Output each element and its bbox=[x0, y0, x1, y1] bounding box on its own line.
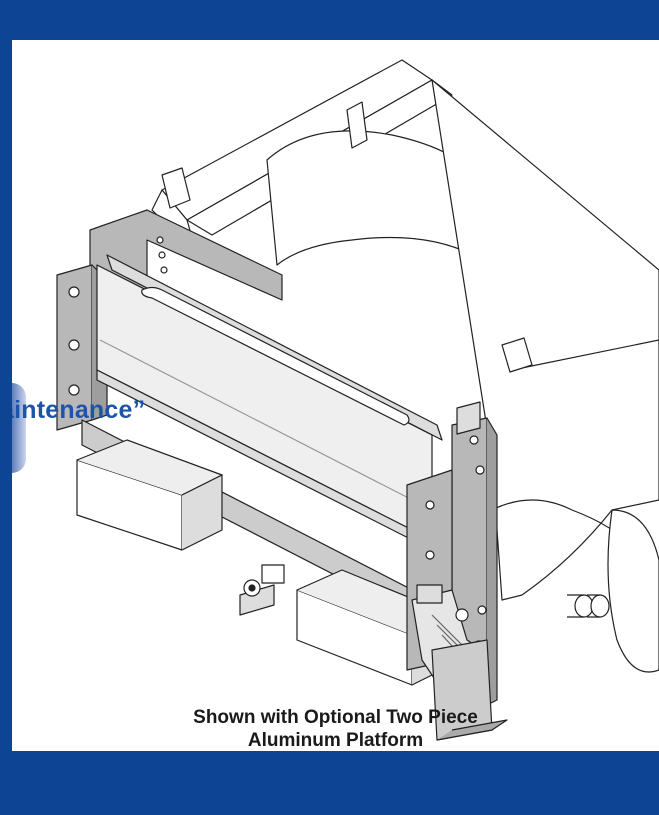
overlay-heading-fragment: aintenance” bbox=[12, 396, 146, 424]
trailer-hitch bbox=[239, 564, 285, 616]
stake-pocket-right bbox=[501, 337, 533, 373]
right-column-cap bbox=[456, 401, 481, 435]
caption-line-1: Shown with Optional Two Piece bbox=[193, 707, 478, 728]
liftgate-illustration bbox=[56, 59, 659, 741]
content-panel: aintenance” Shown with Optional Two Piec… bbox=[12, 40, 659, 751]
exhaust-pipe-2 bbox=[590, 594, 610, 618]
truck-bed-right-edge bbox=[511, 339, 659, 371]
caption-line-2: Aluminum Platform bbox=[247, 730, 424, 751]
overlay-graphic-edge bbox=[12, 383, 26, 473]
rear-tire bbox=[607, 509, 659, 673]
exhaust-pipe-1 bbox=[574, 594, 594, 618]
stake-pocket-left bbox=[161, 167, 191, 209]
figure-caption: Shown with Optional Two Piece Aluminum P… bbox=[12, 706, 659, 751]
stake-post-far bbox=[346, 101, 368, 149]
platform-handle bbox=[141, 286, 410, 426]
